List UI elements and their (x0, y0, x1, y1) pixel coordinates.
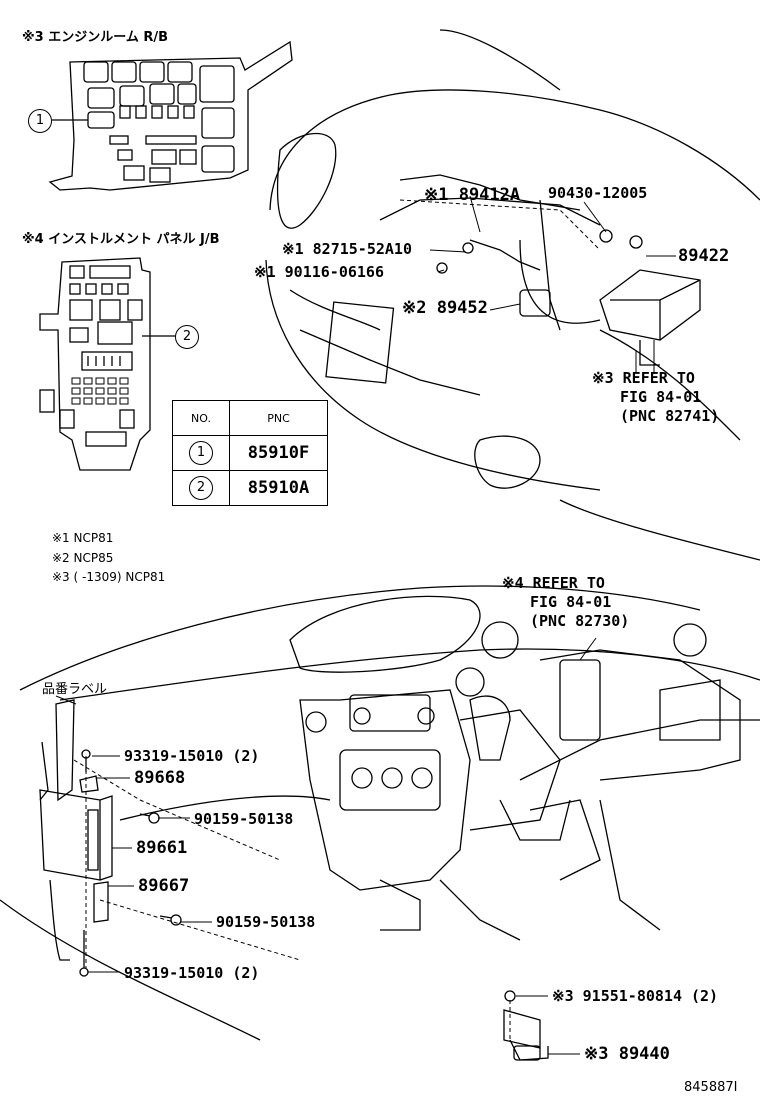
dashed-lines (73, 199, 601, 1040)
dashboard-interior-outline (0, 585, 760, 1041)
part-90159-50138-upper[interactable]: 90159-50138 (194, 810, 294, 828)
instrument-panel-junction-block (39, 257, 176, 471)
callout-1: 1 (28, 109, 52, 133)
part-89661[interactable]: 89661 (136, 838, 188, 858)
part-90159-50138-lower[interactable]: 90159-50138 (216, 913, 316, 931)
row-number: 2 (189, 476, 213, 500)
ref-line3-a[interactable]: (PNC 82741) (620, 407, 720, 425)
engine-room-relay-block (48, 40, 293, 191)
part-91551-80814[interactable]: ※3 91551-80814 (2) (552, 987, 719, 1005)
pnc-table: NO. PNC 1 85910F 2 85910A (172, 400, 328, 506)
ref-line2-a[interactable]: FIG 84-01 (620, 388, 702, 406)
part-93319-15010-lower[interactable]: 93319-15010 (2) (124, 964, 260, 982)
engine-room-rb-header: ※3 エンジンルーム R/B (22, 30, 169, 45)
pnc-table-header: NO. PNC (172, 400, 328, 436)
callout-2: 2 (175, 325, 199, 349)
note-range: ※3 ( -1309) NCP81 (52, 570, 166, 584)
ref-line1-a[interactable]: ※3 REFER TO (592, 369, 695, 387)
ref-line1-b[interactable]: ※4 REFER TO (502, 574, 605, 592)
part-90116-06166[interactable]: ※1 90116-06166 (254, 263, 384, 281)
part-82715-52a10[interactable]: ※1 82715-52A10 (282, 240, 412, 258)
part-89667[interactable]: 89667 (138, 876, 190, 896)
part-90430-12005[interactable]: 90430-12005 (548, 184, 648, 202)
part-89668[interactable]: 89668 (134, 768, 186, 788)
ecu-assembly (39, 699, 182, 977)
row-pnc[interactable]: 85910A (229, 470, 328, 506)
row-number: 1 (189, 441, 213, 465)
part-89440[interactable]: ※3 89440 (584, 1044, 670, 1064)
table-row: 2 85910A (172, 470, 328, 506)
col-no: NO. (172, 400, 230, 436)
part-93319-15010-upper[interactable]: 93319-15010 (2) (124, 747, 260, 765)
ref-line2-b[interactable]: FIG 84-01 (530, 593, 612, 611)
part-89412a[interactable]: ※1 89412A (424, 185, 521, 205)
table-row: 1 85910F (172, 435, 328, 471)
note-ncp81: ※1 NCP81 (52, 531, 114, 545)
row-pnc[interactable]: 85910F (229, 435, 328, 471)
figure-id: 845887I (684, 1080, 738, 1095)
leader-lines (55, 195, 676, 1055)
col-pnc: PNC (229, 400, 328, 436)
note-ncp85: ※2 NCP85 (52, 551, 114, 565)
vehicle-front-outline (265, 29, 760, 561)
part-number-label-jp: 品番ラベル (42, 682, 108, 697)
ref-line3-b[interactable]: (PNC 82730) (530, 612, 630, 630)
part-89422[interactable]: 89422 (678, 246, 730, 266)
part-89452[interactable]: ※2 89452 (402, 298, 488, 318)
instrument-panel-jb-header: ※4 インストルメント パネル J/B (22, 232, 220, 247)
sensor-assembly (503, 990, 549, 1061)
